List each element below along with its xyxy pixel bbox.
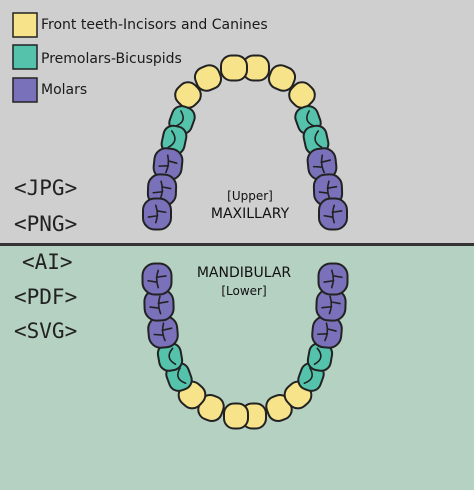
upper-front-tooth-left-3 xyxy=(174,81,202,109)
upper-front-tooth-left-1 xyxy=(220,54,248,82)
upper-jaw-title: MAXILLARY xyxy=(210,206,290,222)
lower-premolar-tooth-left-5 xyxy=(156,342,184,372)
format-ai: <AI> xyxy=(22,250,73,274)
format-pdf: <PDF> xyxy=(14,285,78,309)
upper-front-tooth-right-3 xyxy=(288,81,316,109)
upper-molar-tooth-right-8 xyxy=(318,197,348,231)
format-svg: <SVG> xyxy=(14,319,78,343)
legend-label-premolars: Premolars-Bicuspids xyxy=(41,51,182,67)
lower-molar-tooth-left-8 xyxy=(141,262,173,296)
upper-jaw-background xyxy=(0,0,474,245)
lower-jaw-background xyxy=(0,245,474,490)
format-png: <PNG> xyxy=(14,212,78,236)
legend-label-front-teeth: Front teeth-Incisors and Canines xyxy=(41,17,268,33)
lower-molar-tooth-right-8 xyxy=(317,262,349,296)
upper-front-tooth-right-2 xyxy=(267,64,297,92)
upper-molar-tooth-right-6 xyxy=(306,147,338,181)
legend-swatch-molars xyxy=(12,77,38,103)
upper-molar-tooth-left-8 xyxy=(142,197,172,231)
lower-jaw-title: MANDIBULAR xyxy=(196,265,292,281)
jaw-divider xyxy=(0,243,474,246)
lower-molar-tooth-left-7 xyxy=(143,288,175,322)
lower-front-tooth-left-1 xyxy=(223,402,249,430)
legend-swatch-premolars xyxy=(12,44,38,70)
upper-jaw-subtitle: [Upper] xyxy=(227,189,273,203)
lower-jaw-subtitle: [Lower] xyxy=(221,284,267,298)
legend-swatch-front-teeth xyxy=(12,12,38,38)
legend-label-molars: Molars xyxy=(41,82,88,98)
upper-molar-tooth-left-6 xyxy=(152,147,184,181)
format-jpg: <JPG> xyxy=(14,176,78,200)
upper-front-tooth-left-2 xyxy=(193,64,223,92)
